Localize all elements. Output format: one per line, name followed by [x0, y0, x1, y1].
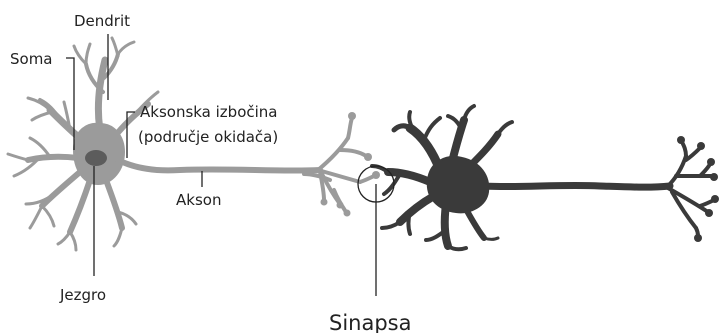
postsynaptic-neuron	[372, 106, 719, 249]
label-hillock-line1: Aksonska izbočina	[140, 103, 278, 121]
label-nucleus: Jezgro	[59, 286, 106, 304]
axon-2	[484, 185, 670, 187]
axon-terminals-2	[668, 142, 714, 236]
label-hillock-line2: (područje okidača)	[138, 128, 278, 146]
nucleus	[85, 150, 107, 166]
axon-terminals	[304, 118, 374, 212]
label-axon: Akson	[176, 191, 221, 209]
label-soma: Soma	[10, 50, 53, 68]
axon	[118, 160, 320, 171]
label-dendrite: Dendrit	[74, 12, 130, 30]
label-synapse: Sinapsa	[329, 311, 411, 333]
soma-body-2	[428, 157, 488, 212]
